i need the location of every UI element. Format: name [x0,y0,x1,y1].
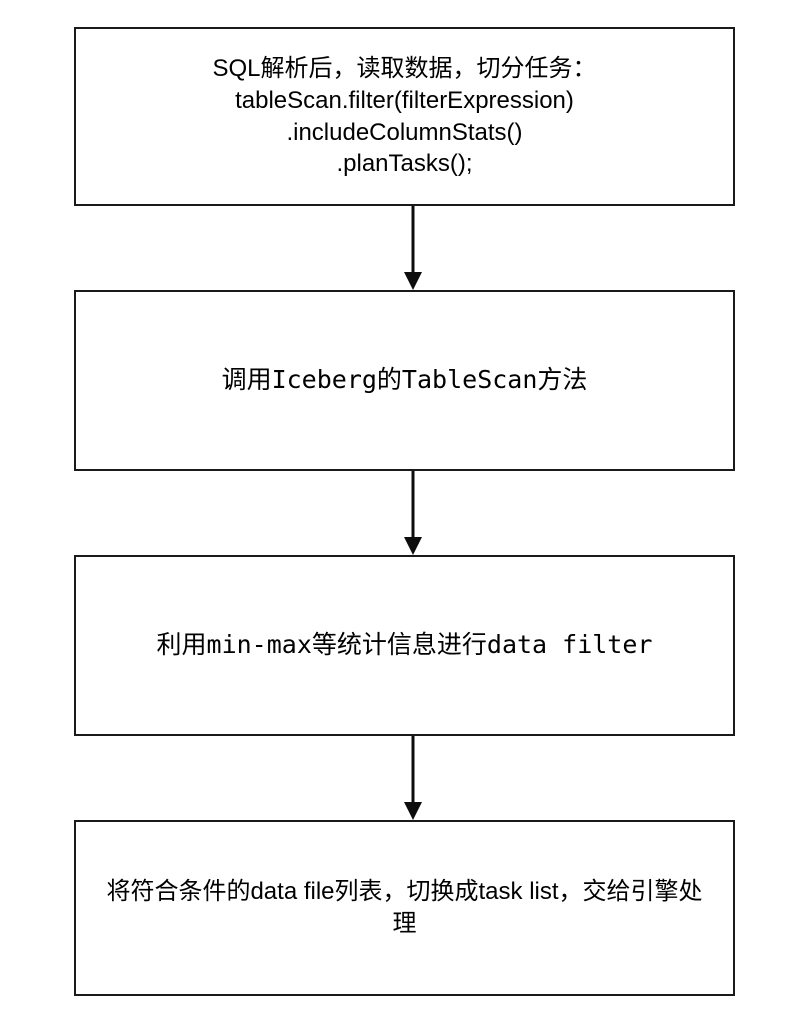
flow-node-sql-parse: SQL解析后，读取数据，切分任务： tableScan.filter(filte… [74,27,735,206]
flow-node-label: 利用min-max等统计信息进行data filter [156,630,653,660]
flow-node-label: 调用Iceberg的TableScan方法 [221,365,588,395]
flow-node-task-list: 将符合条件的data file列表，切换成task list，交给引擎处理 [74,820,735,996]
arrowhead-icon [404,537,422,555]
flow-node-label: SQL解析后，读取数据，切分任务： tableScan.filter(filte… [212,55,597,178]
arrowhead-icon [404,802,422,820]
edge-node1-to-node2 [404,206,422,290]
flow-node-call-tablescan: 调用Iceberg的TableScan方法 [74,290,735,471]
edge-node3-to-node4 [404,736,422,820]
edge-node2-to-node3 [404,471,422,555]
flow-node-label: 将符合条件的data file列表，切换成task list，交给引擎处理 [106,877,703,937]
arrowhead-icon [404,272,422,290]
flow-node-data-filter: 利用min-max等统计信息进行data filter [74,555,735,736]
